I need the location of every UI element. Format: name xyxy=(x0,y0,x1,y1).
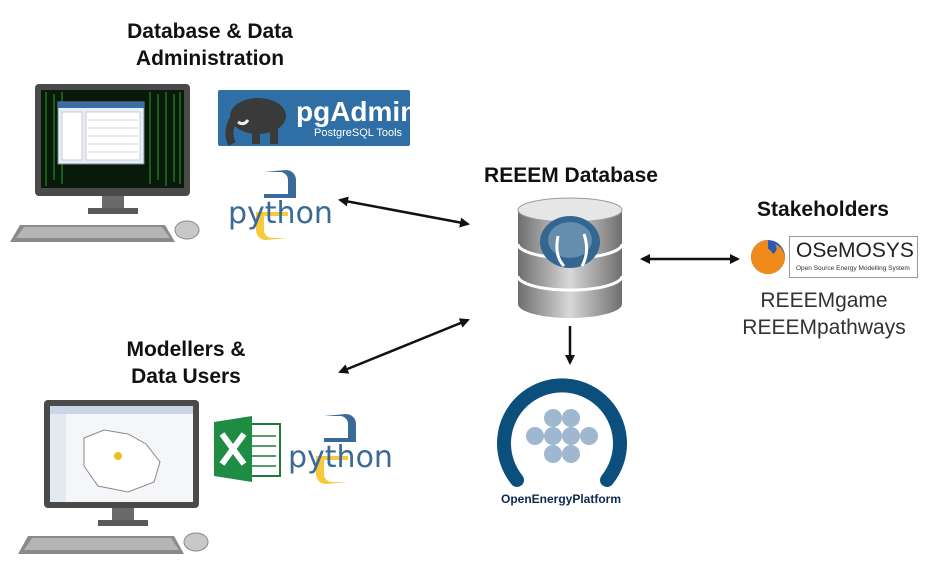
admin-group-title: Database & Data Administration xyxy=(95,18,325,72)
stakeholder-item-reeempathways: REEEMpathways xyxy=(742,316,906,339)
arrow-admin-database xyxy=(338,196,470,228)
osemosys-name: OSeMOSYS xyxy=(796,239,914,262)
pgadmin-logo: pgAdmin PostgreSQL Tools xyxy=(218,90,410,146)
python-icon xyxy=(316,414,356,484)
modellers-group-title: Modellers & Data Users xyxy=(86,336,286,390)
arrow-modellers-database xyxy=(338,318,470,374)
osemosys-subtitle: Open Source Energy Modelling System xyxy=(796,265,910,272)
openenergyplatform-label: OpenEnergyPlatform xyxy=(500,492,622,506)
modellers-title-line2: Data Users xyxy=(131,365,241,388)
pgadmin-name: pgAdmin xyxy=(296,96,410,127)
elephant-icon xyxy=(225,98,286,146)
stakeholder-item-reeemgame: REEEMgame xyxy=(760,289,888,312)
admin-title-line2: Administration xyxy=(135,47,285,70)
pgadmin-subtitle: PostgreSQL Tools xyxy=(314,127,403,139)
osemosys-logo: OSeMOSYS Open Source Energy Modelling Sy… xyxy=(789,236,918,278)
python-icon xyxy=(256,170,296,240)
computer-icon xyxy=(10,84,200,242)
stakeholders-title: Stakeholders xyxy=(757,198,889,221)
excel-icon xyxy=(214,416,281,482)
openenergyplatform-logo xyxy=(497,378,627,487)
admin-title-line1: Database & Data xyxy=(127,20,293,43)
python-label-modellers: python xyxy=(288,440,393,475)
database-icon xyxy=(516,197,624,318)
computer-icon xyxy=(18,400,209,554)
database-title: REEEM Database xyxy=(484,164,658,187)
python-label-admin: python xyxy=(228,196,333,231)
firefox-icon xyxy=(751,240,785,274)
modellers-title-line1: Modellers & xyxy=(126,338,246,361)
stakeholder-items: REEEMgame REEEMpathways xyxy=(726,287,922,341)
